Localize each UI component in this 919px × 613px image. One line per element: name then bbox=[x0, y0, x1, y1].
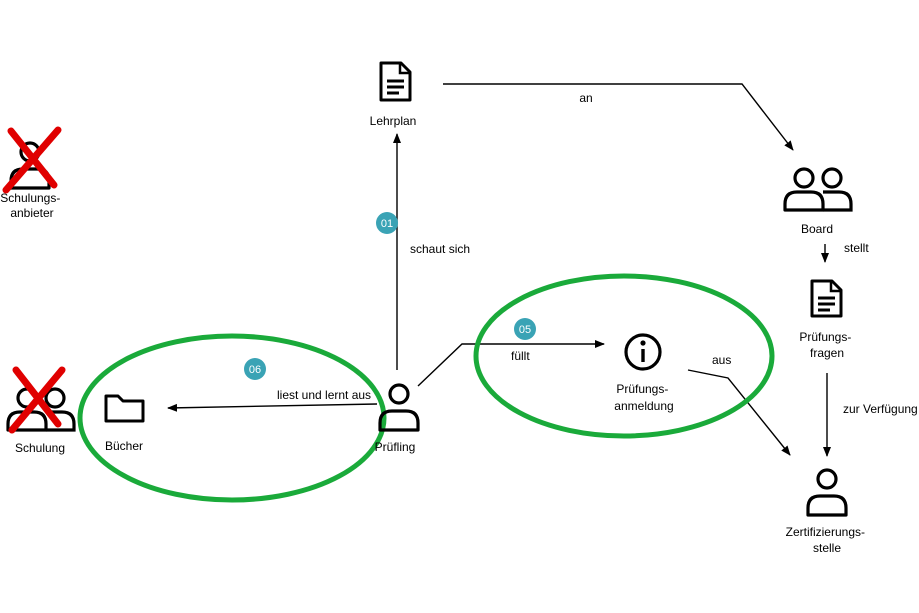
cross-out-icon bbox=[2, 126, 62, 194]
node-label-schulungsanbieter: Schulungs- anbieter bbox=[0, 191, 63, 220]
edge-label-aus: aus bbox=[712, 353, 731, 367]
edge-pruefling-to-pruefungsanmeldung bbox=[417, 340, 605, 387]
badge-number: 06 bbox=[249, 364, 261, 376]
badge-background bbox=[244, 358, 266, 380]
node-label-pruefling: Prüfling bbox=[375, 440, 416, 454]
node-schulung: Schulung bbox=[6, 366, 76, 455]
node-pruefungsfragen: Prüfungs- fragen bbox=[799, 279, 854, 360]
node-pruefungsanmeldung: Prüfungs- anmeldung bbox=[614, 333, 674, 413]
badge-number: 01 bbox=[381, 218, 393, 230]
edge-label-fuellt: füllt bbox=[511, 349, 530, 363]
highlight-ring-pruefungsanmeldung bbox=[473, 273, 775, 439]
node-board: Board bbox=[783, 167, 853, 236]
cross-out-icon bbox=[8, 366, 66, 434]
edge-label-zur-verfuegung: zur Verfügung bbox=[843, 402, 918, 416]
node-label-board: Board bbox=[801, 222, 833, 236]
document-icon bbox=[810, 279, 843, 318]
folder-icon bbox=[104, 394, 145, 423]
node-label-buecher: Bücher bbox=[105, 439, 143, 453]
badge-background bbox=[376, 212, 398, 234]
badge-number: 05 bbox=[519, 324, 531, 336]
person-icon bbox=[378, 383, 420, 432]
document-icon bbox=[379, 61, 412, 102]
edge-label-stellt: stellt bbox=[844, 241, 869, 255]
edge-lehrplan-to-board bbox=[443, 83, 794, 151]
node-buecher: Bücher bbox=[104, 394, 145, 453]
edge-label-liest-und-lernt-aus: liest und lernt aus bbox=[277, 388, 371, 402]
node-zertifizierungsstelle: Zertifizierungs- stelle bbox=[786, 468, 869, 555]
node-schulungsanbieter: Schulungs- anbieter bbox=[0, 126, 63, 220]
node-label-zertifizierungsstelle: Zertifizierungs- stelle bbox=[786, 525, 869, 555]
edge-pruefungsanmeldung-to-zertifizierungsstelle bbox=[687, 369, 791, 456]
step-badge-05: 05 bbox=[514, 318, 536, 340]
edge-label-schaut-sich: schaut sich bbox=[410, 242, 470, 256]
node-label-pruefungsanmeldung: Prüfungs- anmeldung bbox=[614, 382, 673, 413]
step-badge-01: 01 bbox=[376, 212, 398, 234]
node-label-lehrplan: Lehrplan bbox=[370, 114, 417, 128]
node-label-schulung: Schulung bbox=[15, 441, 65, 455]
badge-background bbox=[514, 318, 536, 340]
edge-label-an: an bbox=[579, 91, 592, 105]
node-lehrplan: Lehrplan bbox=[370, 61, 417, 128]
highlight-ring-buecher bbox=[77, 333, 387, 503]
node-pruefling: Prüfling bbox=[375, 383, 420, 454]
group-icon bbox=[783, 167, 853, 212]
person-icon bbox=[806, 468, 848, 517]
edge-pruefling-to-buecher bbox=[167, 403, 378, 412]
step-badge-06: 06 bbox=[244, 358, 266, 380]
node-label-pruefungsfragen: Prüfungs- fragen bbox=[799, 330, 854, 360]
info-icon bbox=[624, 333, 662, 371]
